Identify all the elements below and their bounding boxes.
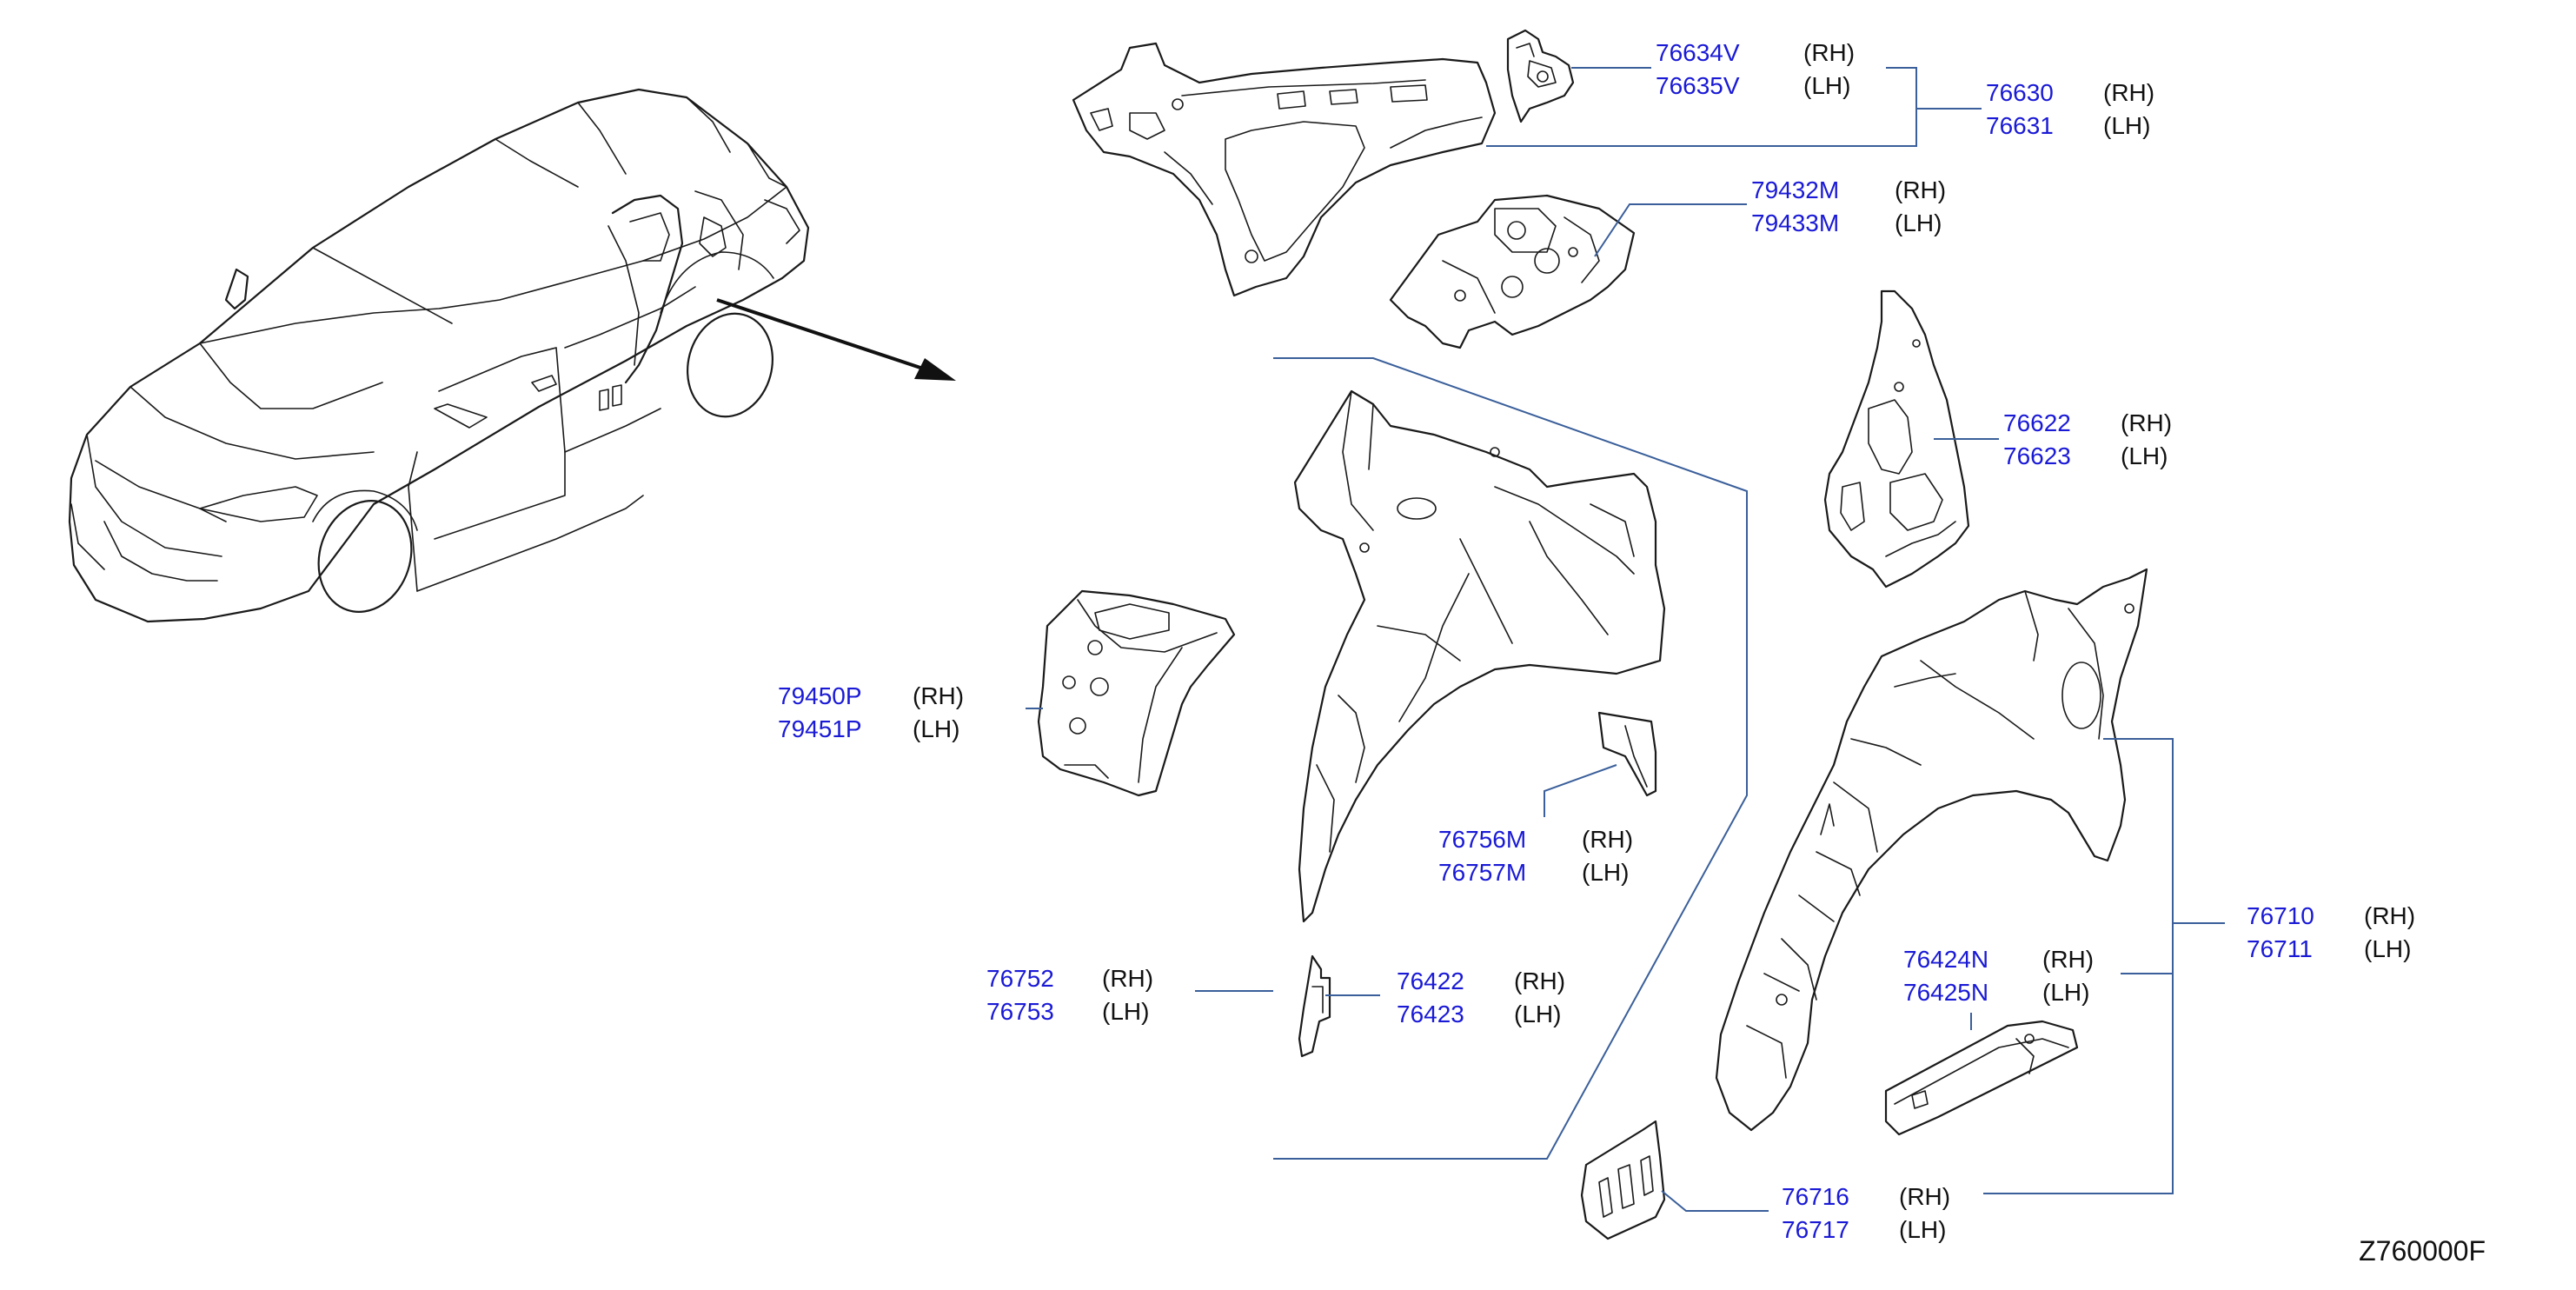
side-tag-lh: (LH) [2121, 442, 2168, 469]
callout-76422: 76422 (RH) 76423 (LH) [1397, 968, 1565, 1027]
part-wheelhouse-outer [1715, 568, 2148, 1132]
part-lower-bracket [1884, 1020, 2079, 1136]
part-floor-bracket [1389, 194, 1636, 349]
side-tag-lh: (LH) [1899, 1216, 1946, 1243]
side-tag-lh: (LH) [2103, 112, 2150, 139]
side-tag-lh: (LH) [1582, 859, 1629, 886]
part-rear-panel [1037, 589, 1236, 797]
side-tag-lh: (LH) [1803, 72, 1850, 99]
part-number-rh: 79432M [1751, 176, 1839, 203]
part-number-lh: 76635V [1656, 72, 1740, 99]
callout-76716: 76716 (RH) 76717 (LH) [1782, 1183, 1950, 1243]
part-number-rh: 76716 [1782, 1183, 1849, 1210]
diagram-code: Z760000F [2359, 1235, 2486, 1267]
side-tag-rh: (RH) [2364, 902, 2415, 929]
callout-79432M: 79432M (RH) 79433M (LH) [1751, 176, 1946, 236]
part-number-rh: 76422 [1397, 968, 1464, 994]
side-tag-rh: (RH) [1899, 1183, 1950, 1210]
part-rear-pillar-upper [1072, 42, 1497, 297]
callout-76424N: 76424N (RH) 76425N (LH) [1903, 946, 2094, 1006]
part-number-lh: 76423 [1397, 1001, 1464, 1027]
part-number-rh: 76424N [1903, 946, 1988, 973]
side-tag-lh: (LH) [1514, 1001, 1561, 1027]
part-number-rh: 76710 [2247, 902, 2314, 929]
part-number-rh: 76630 [1986, 79, 2054, 106]
leader-lines [1026, 67, 2225, 1212]
side-tag-lh: (LH) [2042, 979, 2089, 1006]
part-wheelhouse-inner [1293, 389, 1666, 923]
part-number-lh: 76711 [2247, 935, 2313, 962]
part-number-rh: 79450P [778, 682, 862, 709]
part-gusset-small [1597, 711, 1657, 797]
part-reinforcement-plate [1580, 1120, 1666, 1240]
callout-76630: 76630 (RH) 76631 (LH) [1986, 79, 2154, 139]
part-number-lh: 76631 [1986, 112, 2054, 139]
side-tag-lh: (LH) [1895, 209, 1942, 236]
callout-76634V: 76634V (RH) 76635V (LH) [1656, 39, 1855, 99]
callout-76756M: 76756M (RH) 76757M (LH) [1438, 826, 1633, 886]
part-number-lh: 76757M [1438, 859, 1526, 886]
direction-arrow [716, 298, 956, 381]
callout-76710: 76710 (RH) 76711 (LH) [2247, 902, 2415, 962]
part-number-lh: 76753 [986, 998, 1054, 1025]
part-number-lh: 76623 [2003, 442, 2071, 469]
side-tag-rh: (RH) [1582, 826, 1633, 853]
part-number-rh: 76634V [1656, 39, 1740, 66]
side-tag-rh: (RH) [2121, 409, 2172, 436]
part-small-bracket [1506, 29, 1575, 123]
side-tag-lh: (LH) [913, 715, 959, 742]
side-tag-rh: (RH) [1102, 965, 1153, 992]
part-number-lh: 76717 [1782, 1216, 1849, 1243]
part-number-lh: 79433M [1751, 209, 1839, 236]
part-number-rh: 76752 [986, 965, 1054, 992]
side-tag-rh: (RH) [1895, 176, 1946, 203]
part-number-rh: 76622 [2003, 409, 2071, 436]
part-c-pillar-inner [1823, 289, 1970, 588]
part-number-lh: 76425N [1903, 979, 1988, 1006]
side-tag-rh: (RH) [913, 682, 964, 709]
side-tag-lh: (LH) [2364, 935, 2411, 962]
side-tag-rh: (RH) [2103, 79, 2154, 106]
part-clip-small [1298, 954, 1331, 1058]
side-tag-rh: (RH) [1803, 39, 1855, 66]
side-tag-rh: (RH) [1514, 968, 1565, 994]
part-number-rh: 76756M [1438, 826, 1526, 853]
car-overview-illustration [68, 88, 810, 623]
side-tag-lh: (LH) [1102, 998, 1149, 1025]
callout-76622: 76622 (RH) 76623 (LH) [2003, 409, 2172, 469]
side-tag-rh: (RH) [2042, 946, 2094, 973]
callout-79450P: 79450P (RH) 79451P (LH) [778, 682, 964, 742]
callout-76752: 76752 (RH) 76753 (LH) [986, 965, 1153, 1025]
part-number-lh: 79451P [778, 715, 862, 742]
